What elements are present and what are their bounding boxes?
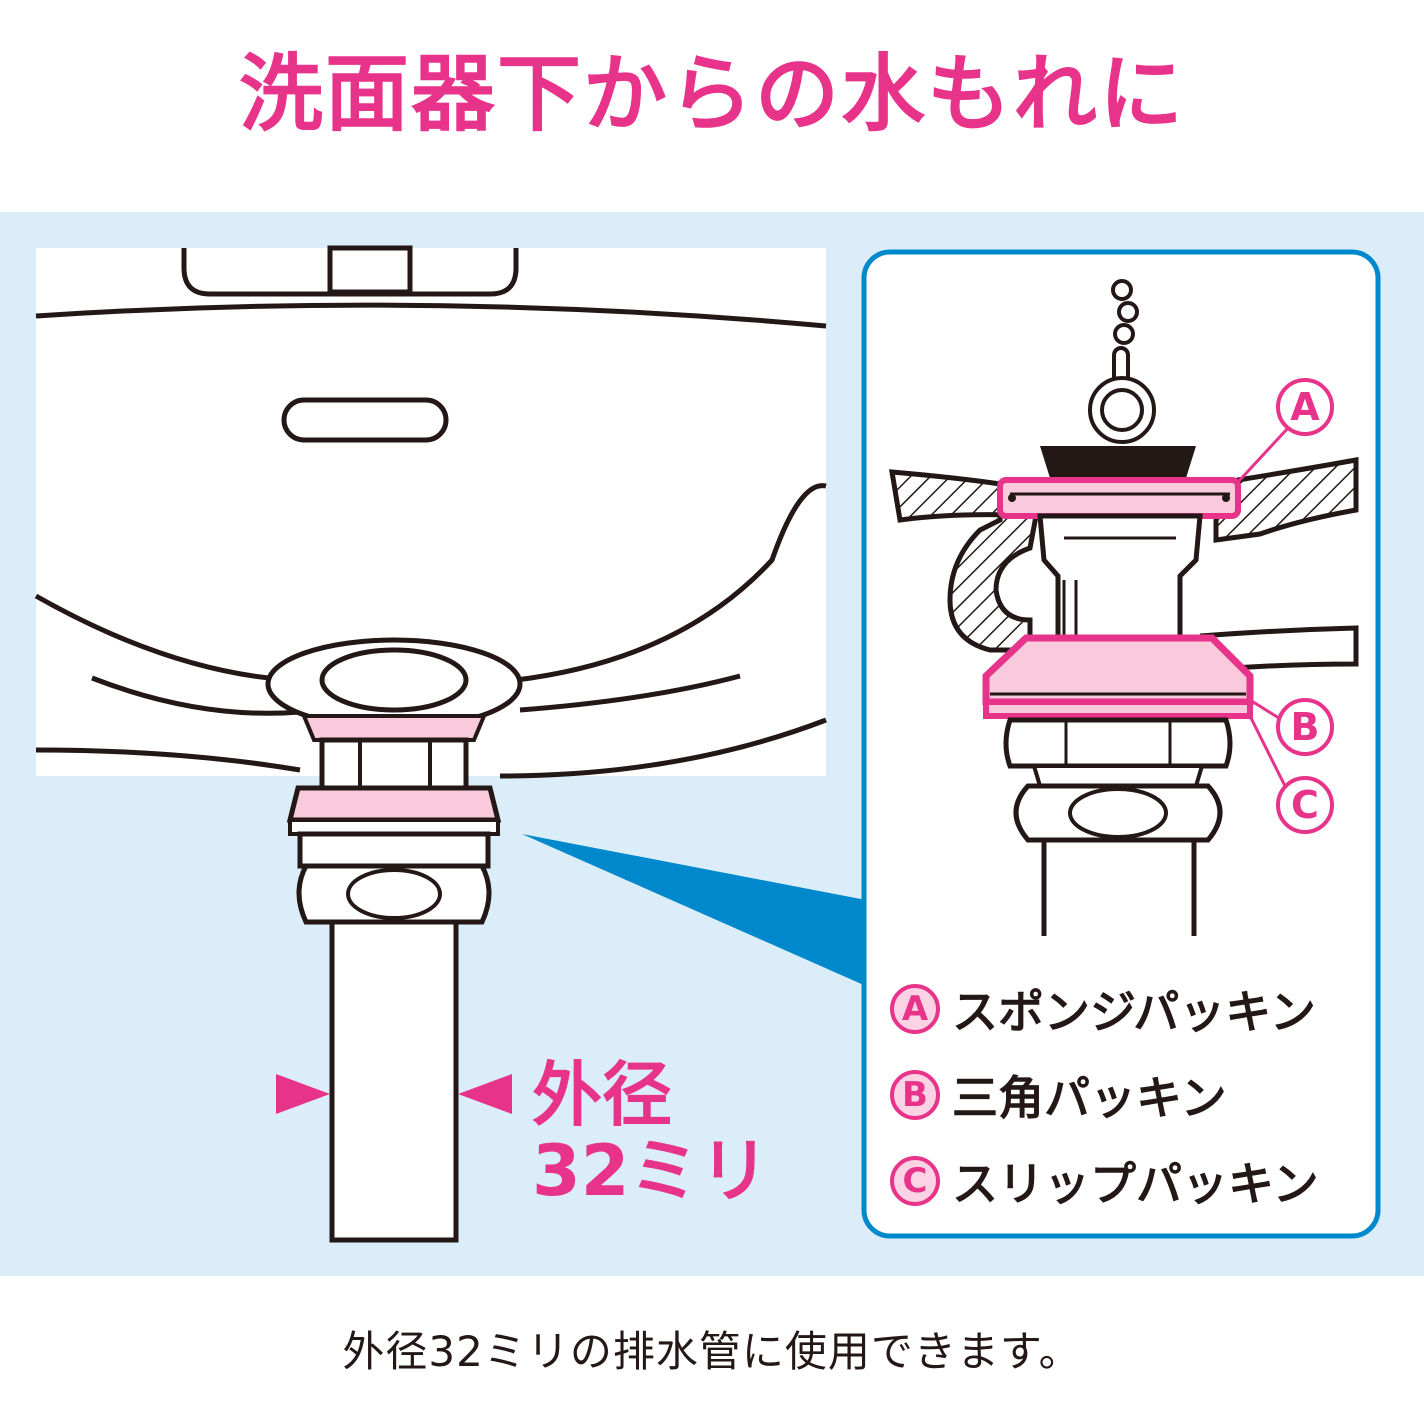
sponge-gasket-detail <box>997 477 1241 519</box>
overflow-slot <box>281 397 449 443</box>
basin-bottom-left <box>35 747 301 773</box>
tag-b: B <box>1276 698 1334 756</box>
legend-text-b: 三角パッキン <box>952 1071 1227 1125</box>
tag-c: C <box>1276 776 1334 834</box>
legend-text-a: スポンジパッキン <box>952 985 1316 1039</box>
legend-item-b: B 三角パッキン <box>890 1062 1227 1128</box>
legend-mark-a: A <box>890 984 940 1034</box>
legend-item-c: C スリップパッキン <box>890 1148 1319 1214</box>
basin-lower-right <box>519 673 741 713</box>
faucet-stem <box>327 245 413 295</box>
legend-mark-c: C <box>890 1156 940 1206</box>
size-arrow-right <box>458 1074 512 1114</box>
upper-nut-detail <box>1003 717 1233 769</box>
leader-c <box>1248 715 1288 789</box>
outer-diameter-label-line1: 外径 <box>532 1054 672 1136</box>
basin-curve-right <box>515 483 827 683</box>
legend-text-c: スリップパッキン <box>952 1157 1319 1211</box>
stopper-chain <box>1088 279 1156 444</box>
leader-a <box>1236 426 1290 484</box>
drain-hole <box>319 647 469 713</box>
triangle-gasket <box>286 785 502 823</box>
rubber-stopper <box>1040 446 1196 478</box>
zoom-pointer <box>522 834 866 986</box>
outer-diameter-label-line2: 32ミリ <box>532 1129 770 1212</box>
basin-bottom-right <box>499 717 827 779</box>
legend-item-a: A スポンジパッキン <box>890 976 1316 1042</box>
drain-pipe <box>329 919 459 1243</box>
tag-a: A <box>1276 378 1334 436</box>
page-title: 洗面器下からの水もれに <box>238 45 1185 143</box>
pipe-detail <box>1041 837 1197 943</box>
sink-section-lower <box>1199 625 1359 673</box>
size-arrow-left <box>276 1074 330 1114</box>
outer-diameter-label: 外径 32ミリ <box>532 1054 770 1212</box>
legend-mark-b: B <box>890 1070 940 1120</box>
upper-nut <box>297 831 491 869</box>
triangle-gasket-detail <box>982 634 1254 706</box>
basin-curve-left <box>34 593 291 683</box>
basin-lower-left <box>91 675 301 716</box>
slip-gasket-detail <box>983 699 1253 719</box>
flange-gasket <box>301 714 487 742</box>
sink-rim <box>35 302 827 329</box>
sink-section-right <box>1213 457 1359 543</box>
footer-note: 外径32ミリの排水管に使用できます。 <box>342 1327 1082 1376</box>
